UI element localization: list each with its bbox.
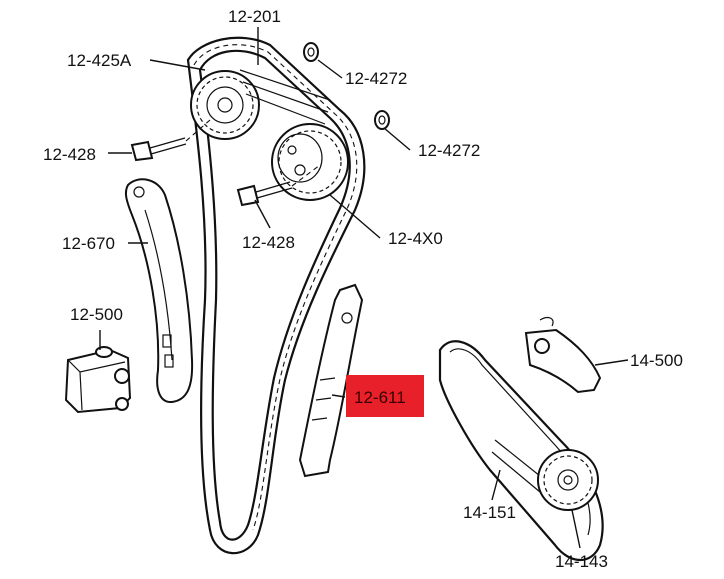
tensioner-arm bbox=[124, 178, 194, 404]
upper-chain-links bbox=[239, 69, 331, 125]
label-12-425a: 12-425A bbox=[67, 51, 132, 70]
label-14-151: 14-151 bbox=[463, 503, 516, 522]
label-12-4272-upper: 12-4272 bbox=[345, 69, 407, 88]
chain-tensioner bbox=[64, 346, 132, 414]
washer-lower bbox=[374, 110, 390, 130]
bolt-lower bbox=[236, 164, 321, 207]
label-12-670: 12-670 bbox=[62, 234, 115, 253]
label-12-500: 12-500 bbox=[70, 305, 123, 324]
highlight-box bbox=[346, 375, 424, 417]
chain-guide bbox=[298, 283, 364, 478]
leader-lines bbox=[99, 27, 629, 549]
oil-pump-tensioner bbox=[524, 316, 602, 394]
label-12-611: 12-611 bbox=[354, 388, 406, 407]
oil-pump-sprocket bbox=[537, 449, 599, 511]
bolt-upper bbox=[130, 119, 211, 162]
label-14-143: 14-143 bbox=[555, 552, 608, 571]
label-14-500: 14-500 bbox=[630, 351, 683, 370]
label-12-4272-lower: 12-4272 bbox=[418, 141, 480, 160]
timing-chain bbox=[186, 36, 366, 555]
exhaust-cam-sprocket bbox=[271, 123, 349, 201]
label-12-4x0: 12-4X0 bbox=[388, 229, 443, 248]
label-12-428-lower: 12-428 bbox=[242, 233, 295, 252]
label-12-428-upper: 12-428 bbox=[43, 145, 96, 164]
label-12-201: 12-201 bbox=[228, 7, 281, 26]
oil-pump-chain bbox=[438, 340, 604, 561]
intake-cam-sprocket bbox=[190, 70, 260, 140]
washer-upper bbox=[303, 42, 319, 62]
highlight-12-611[interactable]: 12-611 bbox=[346, 375, 424, 417]
